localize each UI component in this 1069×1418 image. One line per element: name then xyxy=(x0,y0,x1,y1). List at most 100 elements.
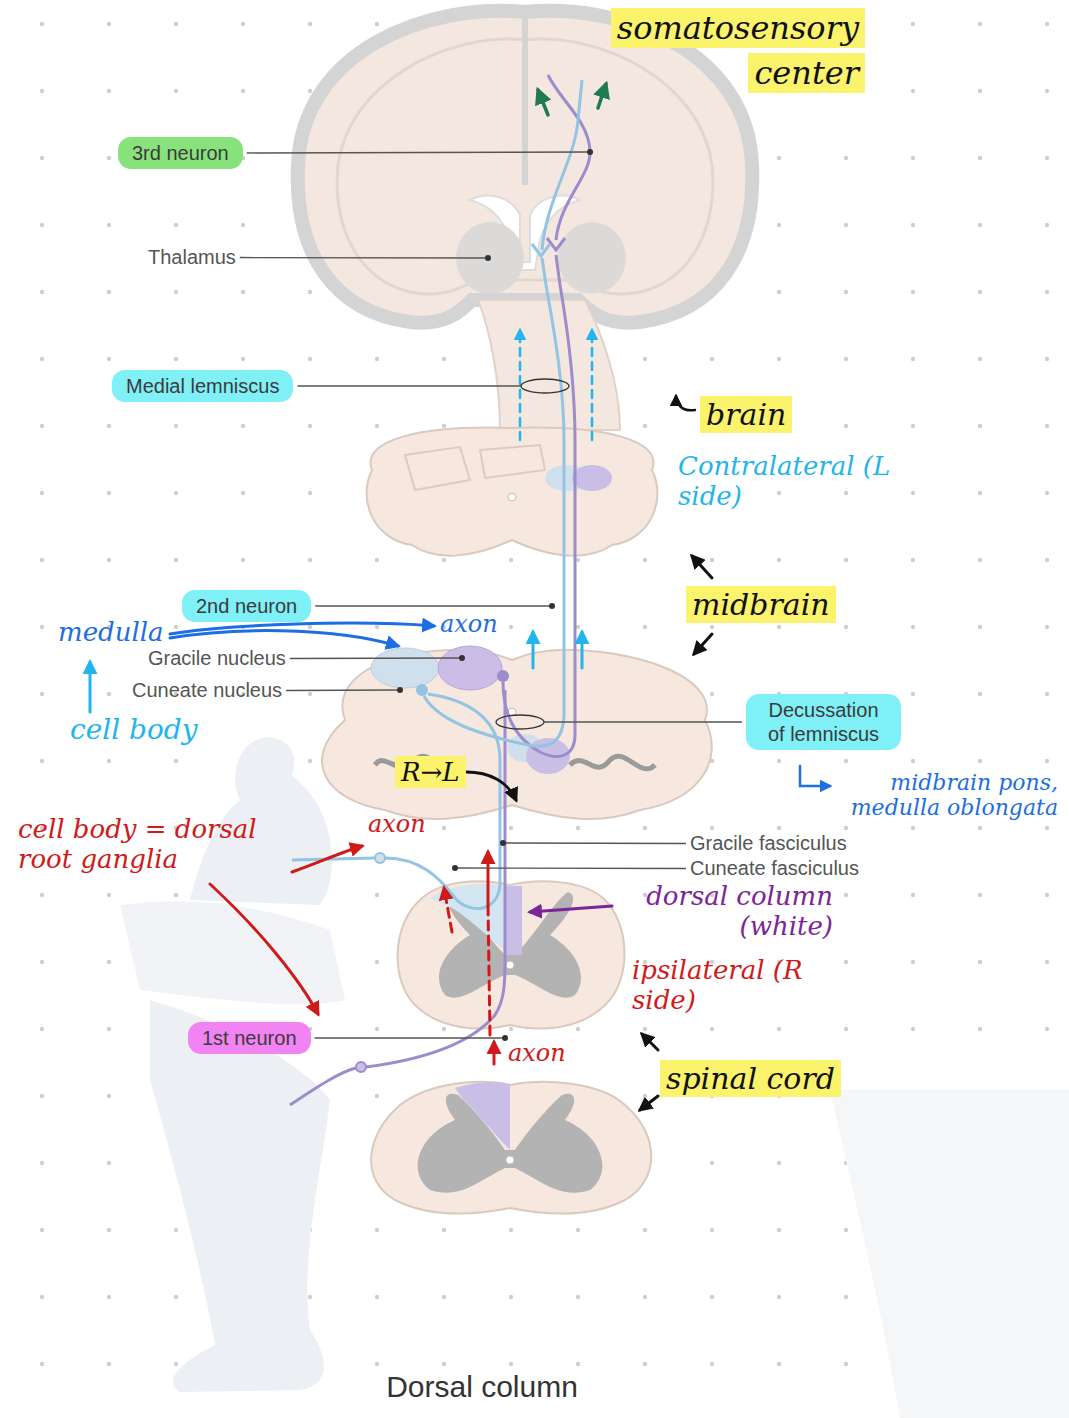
structure-label: Cuneate nucleus xyxy=(132,679,282,702)
handwritten-note: dorsal column (white) xyxy=(618,882,833,942)
annotation-arrow xyxy=(598,84,606,108)
neuron-pathway xyxy=(292,858,375,860)
medulla-section xyxy=(371,648,439,688)
neuron-pathway xyxy=(366,690,505,1067)
structure-label: Thalamus xyxy=(148,246,236,269)
annotation-arrow xyxy=(694,634,712,654)
annotation-arrow xyxy=(89,662,92,712)
leader-ring xyxy=(496,715,544,729)
brain-section xyxy=(558,222,626,294)
annotation-arrow xyxy=(292,846,362,872)
highlight-note: R→L xyxy=(395,754,466,790)
body-silhouette xyxy=(120,738,1069,1418)
annotation-arrow xyxy=(444,888,452,932)
structure-label: Cuneate fasciculus xyxy=(690,857,859,880)
midbrain-section xyxy=(405,447,470,490)
leader-line xyxy=(503,842,686,844)
node-text: somatosensory center xyxy=(611,8,865,93)
neuron-pathway xyxy=(497,670,509,682)
spinal-cord-section xyxy=(505,886,522,955)
leader-line xyxy=(247,152,590,153)
annotation-arrow xyxy=(530,906,612,912)
handwritten-note: midbrain pons, medulla oblongata xyxy=(808,770,1058,821)
brain-section xyxy=(298,11,753,430)
node-text: 3rd neuron xyxy=(132,141,229,165)
figure-caption: Dorsal column xyxy=(0,1370,964,1404)
node-text: midbrain xyxy=(686,586,836,623)
leader-line xyxy=(290,657,462,659)
neuron-pathway xyxy=(290,75,590,1105)
spinal-cord-section xyxy=(506,1156,514,1164)
highlight-note: midbrain xyxy=(686,584,836,626)
spinal-cord-section xyxy=(430,884,505,950)
node-text: 1st neuron xyxy=(202,1026,297,1050)
neuron-pathway xyxy=(416,684,428,696)
annotation-arrow xyxy=(170,623,434,634)
annotation-arrow xyxy=(640,1096,658,1110)
highlight-note: spinal cord xyxy=(660,1058,841,1100)
medulla-section xyxy=(570,756,655,769)
node-text: R→L xyxy=(395,756,466,788)
node-text: brain xyxy=(700,396,792,433)
handwritten-note: medulla xyxy=(58,618,164,648)
spinal-cord-section xyxy=(371,1082,651,1214)
leader-ring xyxy=(521,379,569,393)
medulla-section xyxy=(438,646,502,690)
neuron-pathway xyxy=(375,853,385,863)
midbrain-section xyxy=(367,428,658,556)
body-silhouette xyxy=(830,1090,1069,1418)
leader-dot xyxy=(397,687,403,693)
neuron-tag: 2nd neuron xyxy=(182,590,311,622)
neuron-pathway xyxy=(290,1068,356,1105)
annotation-arrow xyxy=(538,90,548,115)
spinal-cord-section xyxy=(455,1082,510,1150)
brain-section xyxy=(478,300,620,430)
handwritten-note: Contralateral (L side) xyxy=(678,452,893,512)
annotation-arrow xyxy=(466,772,516,800)
neuron-pathway xyxy=(424,258,564,746)
annotation-arrow xyxy=(170,631,398,646)
midbrain-section xyxy=(508,493,516,501)
handwritten-note: axon xyxy=(368,811,426,839)
neuron-pathway xyxy=(542,80,582,250)
annotation-arrow xyxy=(800,766,830,786)
neuron-pathway xyxy=(356,1062,366,1072)
leader-line xyxy=(240,257,488,259)
leader-dot xyxy=(502,1035,508,1041)
leader-line xyxy=(286,689,400,691)
leader-line xyxy=(315,605,552,606)
midbrain-section xyxy=(572,465,612,491)
handwritten-note: axon xyxy=(440,611,498,639)
node-text: Medial lemniscus xyxy=(126,374,279,398)
brain-section xyxy=(522,14,528,185)
handwritten-note: cell body = dorsal root ganglia xyxy=(18,815,318,875)
annotation-arrow xyxy=(210,884,318,1014)
body-silhouette xyxy=(120,901,345,1004)
body-silhouette xyxy=(150,1000,330,1392)
neuron-pathway xyxy=(385,694,500,909)
structure-label: Gracile fasciculus xyxy=(690,832,847,855)
node-text: Decussation of lemniscus xyxy=(760,698,887,746)
annotation-arrow xyxy=(676,396,695,410)
annotation-arrow xyxy=(532,632,535,668)
node-text: spinal cord xyxy=(660,1060,841,1097)
annotation-arrow xyxy=(642,1034,658,1050)
structure-tag: Medial lemniscus xyxy=(112,370,293,402)
midbrain-section xyxy=(480,445,545,478)
leader-dot xyxy=(500,840,506,846)
highlight-note: somatosensory center xyxy=(520,6,865,96)
annotation-arrow xyxy=(581,632,584,668)
midbrain-section xyxy=(367,428,658,556)
leader-dot xyxy=(485,255,491,261)
leader-dot xyxy=(587,149,593,155)
structure-tag: Decussation of lemniscus xyxy=(746,694,901,750)
handwritten-note: ipsilateral (R side) xyxy=(632,956,817,1016)
annotation-arrow xyxy=(493,1042,496,1064)
annotation-arrow xyxy=(692,556,712,578)
